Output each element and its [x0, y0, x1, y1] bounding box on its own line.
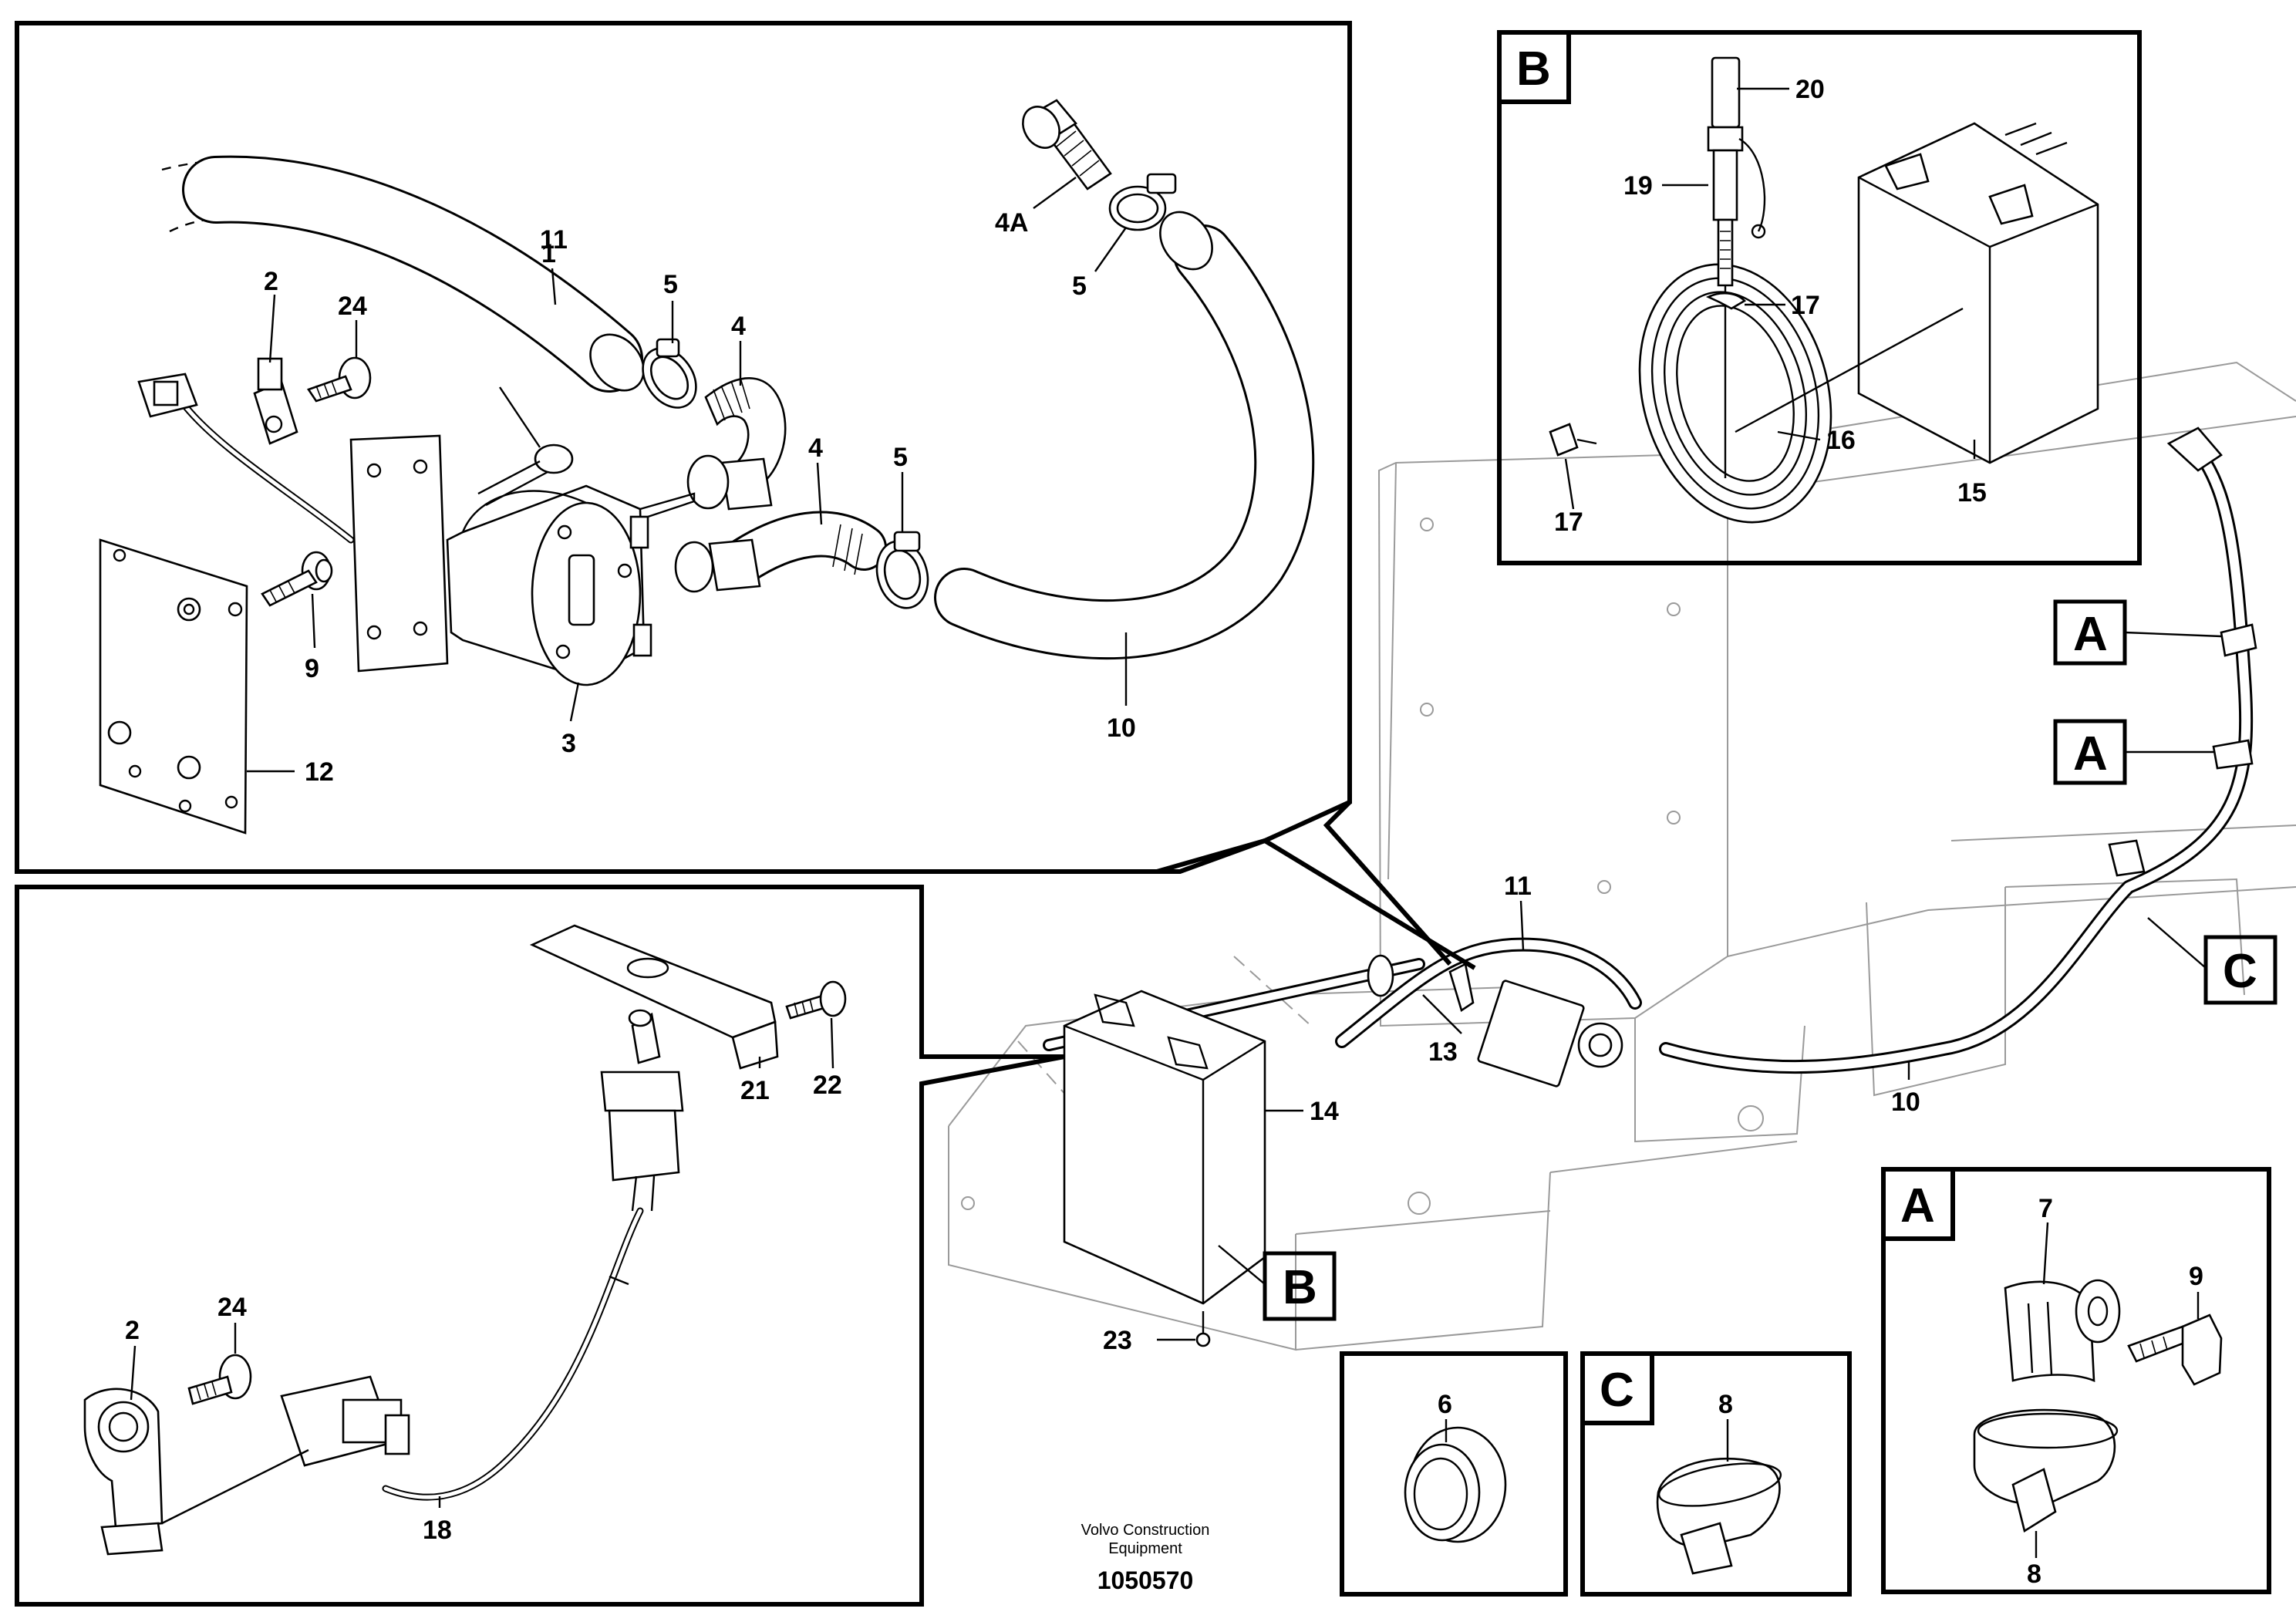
label-17: 17 — [1554, 508, 1583, 537]
callout-c: C — [2223, 945, 2257, 998]
view-a-labels: A 7 9 8 — [1900, 1179, 2203, 1589]
main-detail-labels: 1 2 24 11 5 4 4A 5 4 5 9 12 3 10 — [264, 208, 1136, 787]
view-a-tag: A — [1900, 1179, 1935, 1233]
label-6: 6 — [1438, 1390, 1452, 1419]
label-12: 12 — [305, 757, 334, 787]
view-c-panel — [1580, 1351, 1852, 1597]
overview-labels: 11 13 14 10 23 A A C B — [1103, 608, 2257, 1355]
view-c-labels: C 8 — [1600, 1364, 1733, 1419]
label-3: 3 — [561, 729, 576, 758]
company-line-2: Equipment — [1108, 1540, 1182, 1557]
label-8: 8 — [1718, 1390, 1733, 1419]
label-18: 18 — [423, 1516, 452, 1545]
label-23: 23 — [1103, 1326, 1132, 1355]
label-10: 10 — [1891, 1088, 1920, 1117]
label-2: 2 — [125, 1316, 140, 1345]
leader-lines — [130, 87, 2200, 1558]
footer: Volvo Construction Equipment 1050570 — [1081, 1522, 1210, 1594]
overview-callouts — [1218, 599, 2277, 1321]
label-24: 24 — [338, 292, 367, 321]
label-20: 20 — [1795, 75, 1825, 104]
wiring-detail-parts — [83, 924, 847, 1556]
callout-a-upper: A — [2073, 608, 2108, 661]
label-5: 5 — [893, 443, 908, 472]
label-2: 2 — [264, 267, 278, 296]
label-11: 11 — [1504, 872, 1532, 901]
view-c-tag: C — [1600, 1364, 1634, 1417]
label-15: 15 — [1957, 478, 1987, 508]
view-c-parts — [1656, 1457, 1782, 1575]
callout-b: B — [1283, 1261, 1317, 1314]
label-22: 22 — [813, 1071, 842, 1100]
label-21: 21 — [740, 1076, 770, 1105]
label-8: 8 — [2027, 1560, 2041, 1589]
drawing-number: 1050570 — [1097, 1566, 1194, 1594]
battery-14 — [1063, 990, 1266, 1347]
label-10: 10 — [1107, 713, 1136, 743]
label-4a: 4A — [995, 208, 1028, 238]
overview-hose-run — [1043, 427, 2257, 1088]
label-14: 14 — [1310, 1097, 1339, 1126]
view-b-parts — [1549, 56, 2099, 524]
callout-a-lower: A — [2073, 727, 2108, 781]
wiring-detail-panel — [15, 885, 1065, 1607]
label-4: 4 — [808, 433, 823, 463]
view-b-panel — [1497, 30, 2142, 565]
view-b-tag: B — [1516, 42, 1551, 96]
label-19: 19 — [1623, 171, 1653, 201]
label-17: 17 — [1791, 291, 1820, 320]
label-11: 11 — [540, 225, 568, 255]
label-16: 16 — [1826, 426, 1856, 455]
label-5: 5 — [1072, 271, 1087, 301]
view-6-panel — [1340, 1351, 1568, 1597]
view-a-parts — [1973, 1279, 2223, 1533]
company-line-1: Volvo Construction — [1081, 1522, 1210, 1539]
view-6-labels: 6 — [1438, 1390, 1452, 1419]
label-7: 7 — [2038, 1194, 2053, 1223]
main-detail-panel — [15, 21, 1476, 970]
label-9: 9 — [2189, 1262, 2203, 1291]
view-b-labels: B 20 19 17 16 17 15 — [1516, 42, 1987, 537]
wiring-detail-labels: 21 22 24 2 18 — [125, 1071, 842, 1545]
label-24: 24 — [217, 1293, 247, 1322]
label-4: 4 — [731, 312, 746, 341]
grommet-6 — [1404, 1426, 1507, 1543]
label-9: 9 — [305, 654, 319, 683]
view-a-panel — [1881, 1167, 2271, 1594]
machine-overview — [948, 361, 2296, 1351]
label-5: 5 — [663, 270, 678, 299]
label-1: 1 — [541, 239, 556, 268]
main-detail-parts — [99, 99, 1315, 835]
label-13: 13 — [1428, 1037, 1458, 1067]
